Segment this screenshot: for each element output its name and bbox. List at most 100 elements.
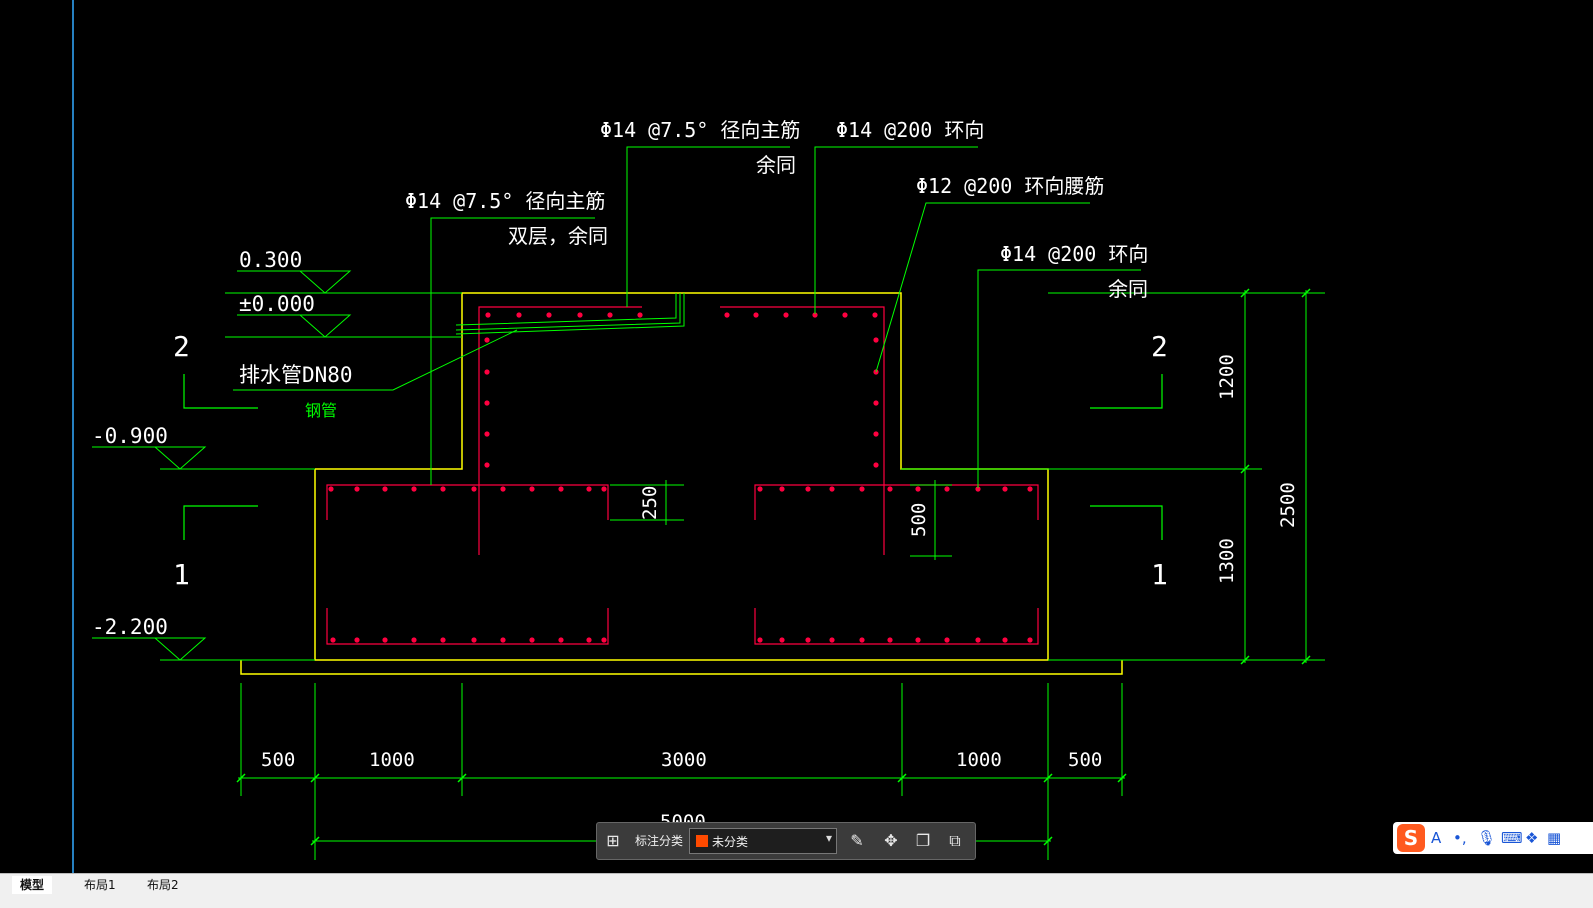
paste-icon[interactable]: ⧉ [949,831,961,850]
rebar-dot [805,637,811,643]
copy-icon[interactable]: ❐ [915,831,931,850]
rebar-dot [411,486,417,492]
rebar-dot [382,637,388,643]
rebar-dot [812,312,818,318]
dim-500-inner: 500 [908,503,930,537]
rebar-dot [484,462,490,468]
ime-punct-icon[interactable]: •, [1453,829,1467,847]
rebar-dot [484,369,490,375]
dimension-ticks [236,288,1311,846]
move-icon[interactable]: ✥ [884,831,898,850]
annotation-category-label: 标注分类 [635,834,684,848]
rebar-dot [586,486,592,492]
rebar-dot [484,431,490,437]
rebar-dot [484,400,490,406]
ime-toolbar: S A •, 🎙 ⌨ ❖ ▦ [1393,822,1593,854]
elevation-0000: ±0.000 [239,292,315,316]
rebar-dot [1002,637,1008,643]
rebar-dots [328,312,1033,643]
section-marks [183,374,1163,540]
rebar-dot [440,637,446,643]
annotation-radial-double: Φ14 @7.5° 径向主筋 [405,189,605,213]
section-mark-2-left: 2 [173,330,190,363]
skin-icon[interactable]: ❖ [1525,829,1539,847]
rebar-dot [915,486,921,492]
rebar-dot [500,637,506,643]
rebar-dot [1002,486,1008,492]
category-value: 未分类 [712,835,749,849]
rebar-dot [471,486,477,492]
rebar-dot [842,312,848,318]
dim-1000-right: 1000 [956,749,1002,771]
leader-lines [233,146,1141,488]
rebar-dot [783,312,789,318]
section-mark-1-right: 1 [1151,558,1168,591]
rebar-dot [440,486,446,492]
rebar-dot [586,637,592,643]
rebar-dot [779,486,785,492]
rebar-dot [805,486,811,492]
rebar-dot [529,486,535,492]
rebar-lines [326,306,1039,645]
rebar-dot [354,486,360,492]
edit-icon[interactable]: ✎ [850,831,864,850]
dim-500-left: 500 [261,749,295,771]
rebar-dot [873,462,879,468]
rebar-dot [411,637,417,643]
elevation-minus-2200: -2.200 [92,615,168,639]
tab-layout1[interactable]: 布局1 [84,878,116,892]
elevation-lines [92,270,1325,661]
rebar-dot [829,637,835,643]
dim-1000-left: 1000 [369,749,415,771]
annotation-drain-material: 钢管 [305,401,337,420]
grid-icon[interactable]: ⊞ [606,831,620,850]
annotation-toolbar: ⊞ 标注分类 未分类 ▾ ✎ ✥ ❐ ⧉ [596,822,976,860]
rebar-dot [577,312,583,318]
dim-500-right: 500 [1068,749,1102,771]
annotation-radial-main: Φ14 @7.5° 径向主筋 [600,118,800,142]
annotation-category-select[interactable]: 未分类 ▾ [689,828,837,854]
keyboard-icon[interactable]: ⌨ [1501,829,1523,847]
ime-mode-icon[interactable]: A [1431,829,1442,847]
rebar-dot [829,486,835,492]
rebar-dot [724,312,730,318]
annotation-hoop-right: Φ14 @200 环向 [1000,242,1148,266]
rebar-dot [558,486,564,492]
rebar-dot [757,486,763,492]
grid-menu-icon[interactable]: ▦ [1547,829,1562,847]
rebar-dot [757,637,763,643]
rebar-dot [529,637,535,643]
rebar-dot [485,312,491,318]
section-mark-2-right: 2 [1151,330,1168,363]
tab-layout2[interactable]: 布局2 [147,878,179,892]
microphone-icon[interactable]: 🎙 [1477,829,1497,847]
rebar-dot [944,486,950,492]
annotation-hoop: Φ14 @200 环向 [836,118,984,142]
dim-1200: 1200 [1216,354,1238,400]
rebar-dot [471,637,477,643]
annotation-radial-main-note: 余同 [756,153,796,177]
rebar-dot [558,637,564,643]
tab-model[interactable]: 模型 [12,876,53,894]
rebar-dot [887,637,893,643]
rebar-dot [382,486,388,492]
rebar-dot [887,486,893,492]
rebar-dot [637,312,643,318]
rebar-dot [753,312,759,318]
rebar-dot [873,337,879,343]
rebar-dot [500,486,506,492]
rebar-dot [546,312,552,318]
rebar-dot [328,486,334,492]
dim-1300: 1300 [1216,538,1238,584]
dim-2500: 2500 [1277,482,1299,528]
rebar-dot [872,312,878,318]
rebar-dot [354,637,360,643]
dim-250: 250 [639,486,661,520]
elevation-minus-0900: -0.900 [92,424,168,448]
annotation-radial-double-note: 双层，余同 [508,224,608,248]
chevron-down-icon: ▾ [825,831,832,845]
ime-logo-icon[interactable]: S [1397,824,1425,852]
drain-pipe [455,293,685,335]
drawing-canvas[interactable]: Φ14 @7.5° 径向主筋 余同 Φ14 @200 环向 Φ12 @200 环… [0,0,1593,873]
rebar-dot [516,312,522,318]
